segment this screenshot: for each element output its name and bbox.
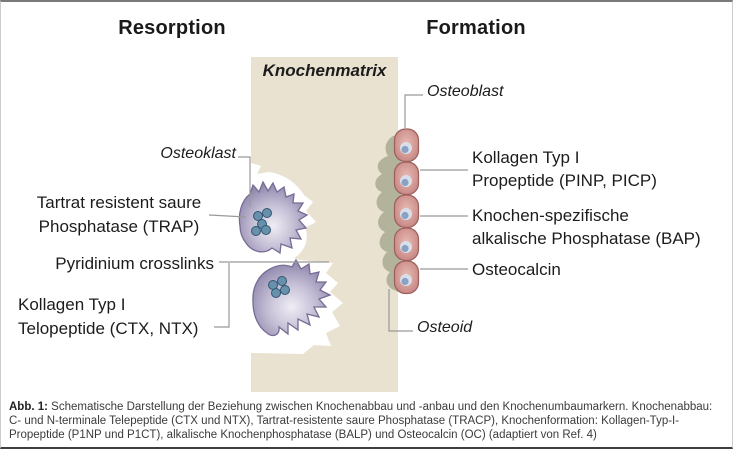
trap-marker-label: Tartrat resistent saure Phosphatase (TRA… xyxy=(19,191,219,239)
propeptide-marker-label: Kollagen Typ I Propeptide (PINP, PICP) xyxy=(472,146,657,192)
bone-matrix-label: Knochenmatrix xyxy=(262,61,387,80)
section-title-resorption: Resorption xyxy=(118,17,226,39)
osteoclast-nuclei xyxy=(268,276,290,298)
osteoid-leader xyxy=(388,289,413,332)
bap-marker-line2: alkalische Phosphatase (BAP) xyxy=(472,229,701,248)
pyridinium-marker-label: Pyridinium crosslinks xyxy=(55,254,214,273)
osteoblast-cell xyxy=(393,161,420,196)
bap-marker-label: Knochen-spezifische alkalische Phosphata… xyxy=(472,204,701,250)
figure-caption-number: Abb. 1: xyxy=(9,401,48,413)
osteoblast-cell-column xyxy=(393,128,420,295)
trap-marker-line1: Tartrat resistent saure xyxy=(36,193,202,212)
osteoblast-cell xyxy=(393,128,420,163)
trap-leader xyxy=(208,214,247,218)
osteoklast-leader xyxy=(238,156,251,207)
propeptide-marker-line2: Propeptide (PINP, PICP) xyxy=(472,171,657,190)
bap-marker-line1: Knochen-spezifische xyxy=(472,206,629,225)
section-title-formation: Formation xyxy=(426,17,526,39)
propeptide-marker-line1: Kollagen Typ I xyxy=(472,148,580,167)
telopeptide-marker-line1: Kollagen Typ I xyxy=(18,295,126,314)
figure-caption: Abb. 1: Schematische Darstellung der Bez… xyxy=(9,400,725,442)
bone-remodeling-diagram xyxy=(208,57,468,392)
osteoblast-cell xyxy=(393,194,420,229)
osteoclast-cell-lower xyxy=(252,258,332,337)
trap-marker-line2: Phosphatase (TRAP) xyxy=(38,217,200,236)
osteocalcin-marker-label: Osteocalcin xyxy=(472,260,561,279)
osteoblast-leader xyxy=(404,94,423,128)
telopeptide-leader xyxy=(214,263,230,328)
osteoblast-cell xyxy=(393,227,420,262)
telopeptide-marker-line2: Telopeptide (CTX, NTX) xyxy=(18,319,199,338)
leader-lines xyxy=(208,94,468,332)
telopeptide-marker-label: Kollagen Typ I Telopeptide (CTX, NTX) xyxy=(18,293,198,341)
figure-caption-text: Schematische Darstellung der Beziehung z… xyxy=(9,401,713,441)
osteoid-label: Osteoid xyxy=(417,319,473,336)
osteoclast-cell-upper xyxy=(238,180,309,255)
osteoblast-cell xyxy=(393,260,420,295)
osteoclast-nuclei xyxy=(251,208,272,236)
osteoblast-label: Osteoblast xyxy=(427,83,504,100)
osteoklast-label: Osteoklast xyxy=(160,145,236,162)
